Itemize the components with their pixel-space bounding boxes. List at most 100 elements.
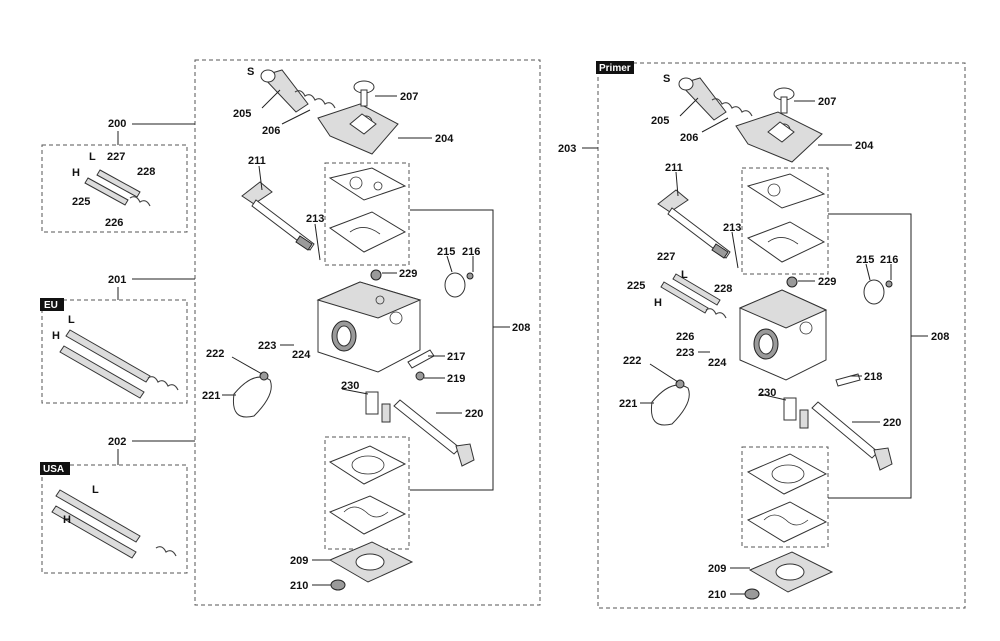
label-205-right: 205: [651, 115, 669, 127]
label-224-right: 224: [708, 357, 727, 369]
inset-200-needles: [84, 169, 151, 207]
label-227: 227: [107, 151, 125, 163]
label-200: 200: [108, 118, 126, 130]
usa-tag: [40, 462, 70, 475]
inlet-needle: [370, 269, 382, 281]
primer-tag: [596, 61, 634, 74]
bracket-208-right: [828, 213, 912, 499]
label-h-200: H: [72, 167, 80, 179]
right-main-frame: [597, 62, 966, 609]
leader-230: [341, 388, 369, 395]
leader-211-right: [675, 171, 679, 197]
label-202: 202: [108, 436, 126, 448]
label-204-right: 204: [855, 140, 874, 152]
label-222-right: 222: [623, 355, 641, 367]
leader-222-right: [649, 363, 679, 383]
label-s: S: [247, 66, 254, 78]
carburetor-body-right: [738, 289, 828, 381]
pump-parts: [365, 391, 391, 423]
label-204: 204: [435, 133, 454, 145]
label-207-right: 207: [818, 96, 836, 108]
label-217: 217: [447, 351, 465, 363]
cover-screw-right: [773, 87, 795, 114]
label-229: 229: [399, 268, 417, 280]
cover-screw: [353, 80, 375, 107]
label-222: 222: [206, 348, 224, 360]
label-223: 223: [258, 340, 276, 352]
label-225: 225: [72, 196, 90, 208]
label-208: 208: [512, 322, 530, 334]
label-230: 230: [341, 380, 359, 392]
label-230-right: 230: [758, 387, 776, 399]
label-207: 207: [400, 91, 418, 103]
right-assembly: Primer: [558, 61, 966, 609]
leader-213-right: [731, 231, 739, 269]
upper-gaskets: [328, 167, 407, 253]
throttle-valve-right: [650, 379, 690, 426]
lower-gaskets-right: [746, 453, 828, 543]
inset-201-frame: [41, 299, 188, 404]
label-215-right: 215: [856, 254, 874, 266]
label-227-right: 227: [657, 251, 675, 263]
label-209: 209: [290, 555, 308, 567]
label-225-right: 225: [627, 280, 645, 292]
inset-201-needles: [59, 329, 179, 399]
label-228-right: 228: [714, 283, 732, 295]
label-l-200: L: [89, 151, 96, 163]
throttle-valve: [232, 371, 272, 418]
label-210: 210: [290, 580, 308, 592]
leader-215-right: [865, 263, 871, 281]
label-229-right: 229: [818, 276, 836, 288]
label-215: 215: [437, 246, 455, 258]
label-216: 216: [462, 246, 480, 258]
label-223-right: 223: [676, 347, 694, 359]
label-224: 224: [292, 349, 311, 361]
label-216-right: 216: [880, 254, 898, 266]
leader-211: [258, 165, 263, 191]
left-main-frame: [194, 59, 541, 606]
pump-parts-right: [783, 397, 809, 429]
leader-215: [446, 255, 453, 273]
metering-assembly: [317, 103, 399, 155]
eu-tag-label: EU: [44, 300, 58, 311]
label-211-right: 211: [665, 162, 683, 174]
leader-206: [281, 109, 311, 125]
label-219: 219: [447, 373, 465, 385]
upper-gaskets-right: [746, 173, 826, 263]
primer-needles: [660, 273, 727, 319]
label-226: 226: [105, 217, 123, 229]
eu-tag: [40, 298, 64, 311]
leader-205: [261, 89, 281, 109]
label-210-right: 210: [708, 589, 726, 601]
label-218-right: 218: [864, 371, 882, 383]
cover-screw-bottom: [330, 579, 346, 591]
inset-202-needles: [51, 489, 177, 559]
inset-202-frame: [41, 464, 188, 574]
label-205: 205: [233, 108, 251, 120]
throttle-shaft-right: [657, 189, 731, 259]
label-213-right: 213: [723, 222, 741, 234]
inset-200-frame: [41, 144, 188, 233]
label-201: 201: [108, 274, 126, 286]
label-l-right: L: [681, 269, 688, 281]
leader-213: [314, 223, 321, 261]
label-l-201: L: [68, 314, 75, 326]
left-gasket-box-upper: [324, 162, 410, 266]
label-l-202: L: [92, 484, 99, 496]
usa-tag-label: USA: [43, 464, 64, 475]
label-206-right: 206: [680, 132, 698, 144]
label-220-right: 220: [883, 417, 901, 429]
leader-222: [231, 356, 263, 375]
label-209-right: 209: [708, 563, 726, 575]
leader-206-right: [701, 117, 729, 133]
choke-disc-right: [863, 279, 893, 305]
primer-tag-label: Primer: [599, 63, 631, 74]
label-h-right: H: [654, 297, 662, 309]
label-213: 213: [306, 213, 324, 225]
throttle-shaft: [241, 181, 315, 251]
pump-cover: [328, 541, 414, 583]
mixture-screw-s: [260, 69, 336, 113]
label-221-right: 221: [619, 398, 637, 410]
pump-cover-right: [748, 551, 834, 593]
